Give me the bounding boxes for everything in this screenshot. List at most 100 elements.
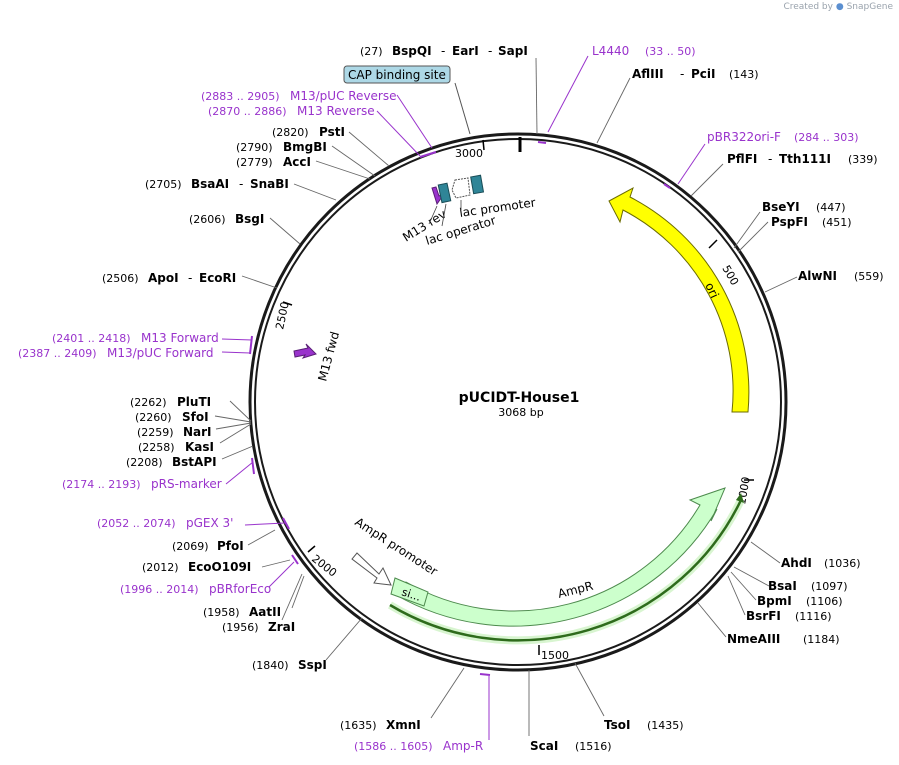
enzyme-bsai-pos: (1097): [811, 580, 848, 593]
enzyme-pluti[interactable]: (2262) PluTI: [130, 395, 211, 409]
primer-ticks: [249, 141, 671, 676]
enzyme-ecoo109i[interactable]: (2012) EcoO109I: [142, 560, 251, 574]
m13-fwd-feature[interactable]: [293, 343, 317, 359]
enzyme-pfoi[interactable]: (2069) PfoI: [172, 539, 244, 553]
enzyme-bsaai-pos: (2705): [145, 178, 182, 191]
enzyme-ecoo109i-name: EcoO109I: [188, 560, 251, 574]
enzyme-bsrfi[interactable]: BsrFI (1116): [746, 609, 832, 623]
enzyme-apoi-pos: (2506): [102, 272, 139, 285]
enzyme-bpmi[interactable]: BpmI (1106): [757, 594, 843, 608]
enzyme-sfoi-pos: (2260): [135, 411, 172, 424]
primer-prsmarker-range: (2174 .. 2193): [62, 478, 141, 491]
tick-label-1500: 1500: [541, 649, 569, 662]
enzyme-aatii[interactable]: (1958) AatII: [203, 605, 281, 619]
enzyme-leaders: [214, 57, 798, 736]
lac-operator-feature[interactable]: [437, 182, 452, 204]
enzyme-afliii-pos: (143): [729, 68, 759, 81]
cap-site-box[interactable]: [343, 65, 451, 84]
primer-m13puc-forward[interactable]: (2387 .. 2409) M13/pUC Forward: [18, 346, 214, 360]
enzyme-pflfi-name: PflFI: [727, 152, 757, 166]
enzyme-bmgbi-pos: (2790): [236, 141, 273, 154]
primer-m13-forward[interactable]: (2401 .. 2418) M13 Forward: [52, 331, 219, 345]
enzyme-nari[interactable]: (2259) NarI: [137, 425, 212, 439]
enzyme-kasi-name: KasI: [185, 440, 214, 454]
enzyme-nmeaiii-name: NmeAIII: [727, 632, 780, 646]
primer-prsmarker[interactable]: (2174 .. 2193) pRS-marker: [62, 477, 222, 491]
enzyme-bsaai[interactable]: (2705) BsaAI - SnaBI: [145, 177, 289, 191]
enzyme-nmeaiii[interactable]: NmeAIII (1184): [727, 632, 840, 646]
primer-m13-reverse-range: (2870 .. 2886): [208, 105, 287, 118]
enzyme-bsai[interactable]: BsaI (1097): [768, 579, 848, 593]
enzyme-ahdi[interactable]: AhdI (1036): [781, 556, 861, 570]
enzyme-pluti-name: PluTI: [177, 395, 211, 409]
enzyme-bstapi-pos: (2208): [126, 456, 163, 469]
enzyme-bstapi[interactable]: (2208) BstAPI: [126, 455, 217, 469]
enzyme-bstapi-name: BstAPI: [172, 455, 217, 469]
enzyme-psti-name: PstI: [319, 125, 345, 139]
credit-brand: SnapGene: [846, 2, 893, 12]
primer-ampr-name: Amp-R: [443, 739, 483, 753]
m13-fwd-label: M13 fwd: [315, 330, 342, 383]
lac-leader-2: [441, 203, 447, 227]
primer-pbr322ori[interactable]: pBR322ori-F (284 .. 303): [707, 130, 859, 144]
lac-promoter-feature[interactable]: [451, 177, 471, 199]
enzyme-nmeaiii-pos: (1184): [803, 633, 840, 646]
enzyme-sfoi[interactable]: (2260) SfoI: [135, 410, 209, 424]
enzyme-bsgi[interactable]: (2606) BsgI: [189, 212, 264, 226]
enzyme-afliii[interactable]: AflIII - PciI (143): [632, 67, 759, 81]
primer-pbrforeco[interactable]: (1996 .. 2014) pBRforEco: [120, 582, 271, 596]
lac-leader-1: [428, 205, 438, 225]
ampr-feature[interactable]: [395, 487, 726, 627]
primer-pgex3-name: pGEX 3': [186, 516, 233, 530]
enzyme-tsoi[interactable]: TsoI (1435): [604, 718, 684, 732]
enzyme-zrai-name: ZraI: [268, 620, 295, 634]
cap-site-feature[interactable]: [470, 174, 485, 195]
enzyme-alwni[interactable]: AlwNI (559): [798, 269, 884, 283]
primer-m13puc-reverse[interactable]: (2883 .. 2905) M13/pUC Reverse: [201, 89, 397, 103]
primer-m13puc-forward-name: M13/pUC Forward: [107, 346, 214, 360]
primer-m13-forward-name: M13 Forward: [141, 331, 219, 345]
enzyme-bsgi-name: BsgI: [235, 212, 264, 226]
signal-sequence[interactable]: [390, 577, 429, 607]
enzyme-acci[interactable]: (2779) AccI: [236, 155, 311, 169]
enzyme-zrai[interactable]: (1956) ZraI: [222, 620, 295, 634]
enzyme-sspi-pos: (1840): [252, 659, 289, 672]
snapgene-logo: ●: [835, 2, 844, 12]
primer-m13-reverse-name: M13 Reverse: [297, 104, 375, 118]
enzyme-psti[interactable]: (2820) PstI: [272, 125, 345, 139]
enzyme-aatii-pos: (1958): [203, 606, 240, 619]
enzyme-bmgbi[interactable]: (2790) BmgBI: [236, 140, 327, 154]
tick-label-500: 500: [719, 263, 741, 288]
enzyme-pflfi-pos: (339): [848, 153, 878, 166]
ori-label: ori: [702, 280, 721, 300]
enzyme-psti-pos: (2820): [272, 126, 309, 139]
enzyme-kasi[interactable]: (2258) KasI: [138, 440, 214, 454]
enzyme-pluti-pos: (2262): [130, 396, 167, 409]
enzyme-xmni[interactable]: (1635) XmnI: [340, 718, 421, 732]
enzyme-scai[interactable]: ScaI (1516): [530, 739, 612, 753]
primer-l4440[interactable]: L4440 (33 .. 50): [592, 44, 696, 58]
enzyme-sspi[interactable]: (1840) SspI: [252, 658, 327, 672]
primer-ampr[interactable]: (1586 .. 1605) Amp-R: [354, 739, 483, 753]
cap-site-leader: [454, 82, 471, 135]
primer-pgex3[interactable]: (2052 .. 2074) pGEX 3': [97, 516, 233, 530]
enzyme-pcii-name: PciI: [691, 67, 716, 81]
enzyme-afliii-sep: -: [680, 67, 684, 81]
enzyme-acci-name: AccI: [283, 155, 311, 169]
enzyme-bsgi-pos: (2606): [189, 213, 226, 226]
enzyme-pspfi-name: PspFI: [771, 215, 808, 229]
enzyme-ecoo109i-pos: (2012): [142, 561, 179, 574]
enzyme-pfoi-pos: (2069): [172, 540, 209, 553]
enzyme-xmni-pos: (1635): [340, 719, 377, 732]
ampr-promoter-feature[interactable]: [351, 552, 392, 586]
enzyme-bseyi[interactable]: BseYI (447): [762, 200, 846, 214]
enzyme-pflfi[interactable]: PflFI - Tth111I (339): [727, 152, 878, 166]
enzyme-bspqi[interactable]: (27) BspQI - EarI - SapI: [360, 44, 528, 58]
primer-m13-reverse[interactable]: (2870 .. 2886) M13 Reverse: [208, 104, 375, 118]
enzyme-tsoi-name: TsoI: [604, 718, 630, 732]
primer-prsmarker-name: pRS-marker: [151, 477, 222, 491]
enzyme-bmgbi-name: BmgBI: [283, 140, 327, 154]
enzyme-apoi[interactable]: (2506) ApoI - EcoRI: [102, 271, 236, 285]
enzyme-pspfi[interactable]: PspFI (451): [771, 215, 852, 229]
ori-feature[interactable]: [608, 186, 750, 413]
